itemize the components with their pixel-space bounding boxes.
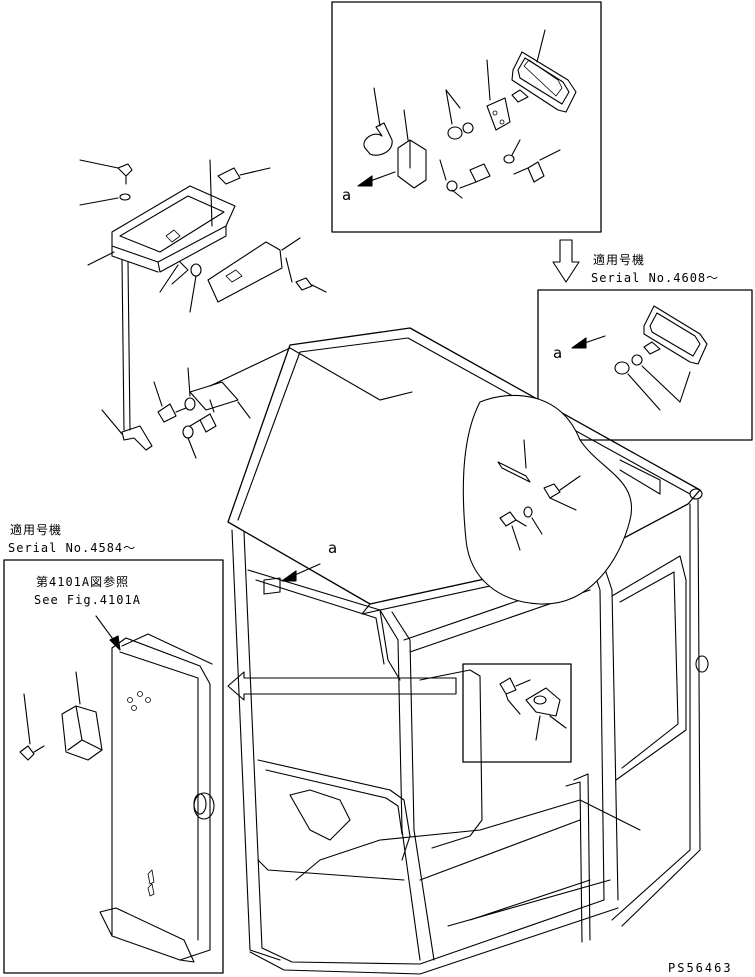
- serial-top-value: Serial No.4608～: [591, 271, 720, 285]
- roof-cutaway-bubble: [462, 394, 661, 605]
- upper-bracket-assembly: [79, 159, 327, 459]
- fig-ref-en: See Fig.4101A: [34, 593, 141, 607]
- cab-frame: [209, 327, 709, 975]
- fig-ref-jp: 第4101A図参照: [36, 575, 130, 589]
- serial-left-value: Serial No.4584～: [8, 541, 137, 555]
- drawing-code: PS56463: [668, 961, 733, 975]
- lamp-detail-box: [331, 1, 602, 233]
- left-transfer-arrow: [227, 671, 457, 701]
- serial-top-label: 適用号機: [593, 253, 646, 267]
- callout-a-alt: a: [553, 344, 563, 362]
- down-arrow: [552, 239, 580, 283]
- pillar-cover-box: [3, 559, 224, 974]
- mount-detail-box: [462, 663, 572, 763]
- cab-callout-arrow: [281, 563, 321, 582]
- serial-left-label: 適用号機: [10, 523, 63, 537]
- callout-a-detail: a: [342, 186, 352, 204]
- lamp-alt-detail-box: [537, 289, 753, 441]
- callout-a-cab: a: [328, 539, 338, 557]
